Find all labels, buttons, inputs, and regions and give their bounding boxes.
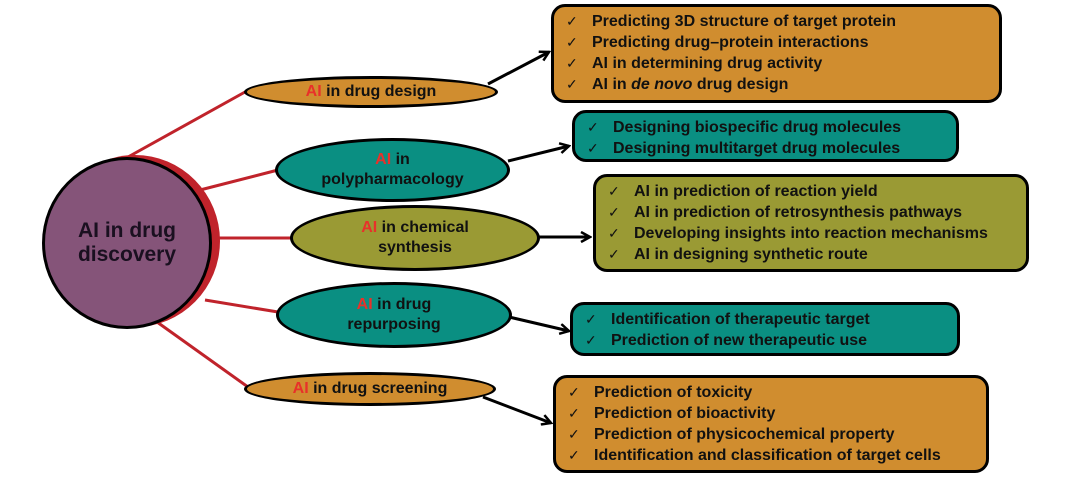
- check-icon: ✓: [608, 204, 620, 220]
- check-icon: ✓: [585, 332, 597, 348]
- check-icon: ✓: [568, 384, 580, 400]
- list-item: ✓ Designing biospecific drug molecules: [587, 117, 944, 138]
- check-icon: ✓: [566, 13, 578, 29]
- list-item-text: Prediction of new therapeutic use: [611, 332, 868, 349]
- node-drug-repurposing: AI in drug repurposing: [276, 282, 512, 348]
- node-label-line2: repurposing: [347, 316, 441, 333]
- list-item: ✓ AI in designing synthetic route: [608, 244, 1014, 265]
- list-item-text: AI in determining drug activity: [592, 55, 823, 72]
- list-item-text: Predicting 3D structure of target protei…: [592, 13, 897, 30]
- list-item: ✓ Identification and classification of ta…: [568, 445, 974, 466]
- node-label-line2: polypharmacology: [321, 171, 464, 188]
- check-icon: ✓: [608, 183, 620, 199]
- list-item: ✓ AI in determining drug activity: [566, 53, 987, 74]
- check-icon: ✓: [587, 140, 599, 156]
- list-item-text: drug design: [692, 76, 789, 93]
- connector-line-design: [127, 90, 246, 159]
- central-topic-line2: discovery: [77, 243, 177, 266]
- list-item-text: AI in prediction of retrosynthesis pathw…: [634, 204, 963, 221]
- list-item: ✓ Prediction of toxicity: [568, 382, 974, 403]
- node-label: in drug design: [321, 83, 437, 100]
- arrow-polypharmacology: [507, 146, 569, 163]
- list-item: ✓ AI in de novo drug design: [566, 74, 987, 95]
- ai-highlight: AI: [375, 151, 392, 168]
- arrow-repurposing: [508, 315, 569, 331]
- node-label-line2: synthesis: [378, 239, 452, 256]
- list-item-text: AI in prediction of reaction yield: [634, 183, 878, 200]
- node-drug-design: AI in drug design: [244, 76, 498, 108]
- list-item-text: Designing multitarget drug molecules: [613, 140, 901, 157]
- box-drug-repurposing: ✓ Identification of therapeutic target ✓ P…: [570, 302, 960, 356]
- list-item-text: Prediction of bioactivity: [594, 405, 776, 422]
- node-polypharmacology: AI in polypharmacology: [275, 138, 510, 202]
- arrow-design: [487, 52, 549, 86]
- ai-highlight: AI: [361, 219, 378, 236]
- list-item-text: Identification of therapeutic target: [611, 311, 870, 328]
- list-item: ✓ Predicting drug–protein interactions: [566, 32, 987, 53]
- list-item-text: Prediction of toxicity: [594, 384, 753, 401]
- list-item: ✓ Prediction of bioactivity: [568, 403, 974, 424]
- node-label: in: [391, 151, 410, 168]
- box-chemical-synthesis: ✓ AI in prediction of reaction yield ✓ AI …: [593, 174, 1029, 272]
- arrow-screening: [482, 395, 551, 423]
- ai-highlight: AI: [305, 83, 322, 100]
- list-item: ✓ AI in prediction of retrosynthesis path…: [608, 202, 1014, 223]
- list-item-italic: de novo: [631, 76, 693, 93]
- list-item-text: Identification and classification of tar…: [594, 447, 941, 464]
- list-item: ✓ Predicting 3D structure of target prote…: [566, 11, 987, 32]
- node-drug-screening: AI in drug screening: [244, 372, 496, 406]
- list-item-text: Developing insights into reaction mechan…: [634, 225, 988, 242]
- central-topic-line1: AI in drug: [78, 219, 176, 242]
- check-icon: ✓: [608, 225, 620, 241]
- check-icon: ✓: [587, 119, 599, 135]
- check-icon: ✓: [566, 76, 578, 92]
- node-label: in chemical: [377, 219, 469, 236]
- check-icon: ✓: [568, 447, 580, 463]
- node-label: in drug: [372, 296, 432, 313]
- box-drug-design: ✓ Predicting 3D structure of target prote…: [551, 4, 1002, 103]
- check-icon: ✓: [568, 405, 580, 421]
- list-item: ✓ AI in prediction of reaction yield: [608, 181, 1014, 202]
- check-icon: ✓: [585, 311, 597, 327]
- ai-highlight: AI: [292, 380, 309, 397]
- check-icon: ✓: [568, 426, 580, 442]
- list-item: ✓ Developing insights into reaction mecha…: [608, 223, 1014, 244]
- ai-highlight: AI: [356, 296, 373, 313]
- list-item-text: AI in designing synthetic route: [634, 246, 868, 263]
- list-item-text: AI in: [592, 76, 632, 93]
- node-chemical-synthesis: AI in chemical synthesis: [290, 205, 540, 271]
- list-item: ✓ Identification of therapeutic target: [585, 309, 945, 330]
- box-drug-screening: ✓ Prediction of toxicity ✓ Prediction of b…: [553, 375, 989, 473]
- connector-line-polypharmacology: [199, 168, 279, 192]
- connector-line-repurposing: [204, 298, 279, 314]
- list-item: ✓ Designing multitarget drug molecules: [587, 138, 944, 159]
- check-icon: ✓: [608, 246, 620, 262]
- list-item: ✓ Prediction of physicochemical property: [568, 424, 974, 445]
- node-label: in drug screening: [308, 380, 448, 397]
- list-item-text: Designing biospecific drug molecules: [613, 119, 902, 136]
- connector-line-screening: [156, 320, 249, 389]
- list-item-text: Prediction of physicochemical property: [594, 426, 895, 443]
- check-icon: ✓: [566, 55, 578, 71]
- check-icon: ✓: [566, 34, 578, 50]
- list-item-text: Predicting drug–protein interactions: [592, 34, 869, 51]
- box-polypharmacology: ✓ Designing biospecific drug molecules ✓ D…: [572, 110, 959, 162]
- list-item: ✓ Prediction of new therapeutic use: [585, 330, 945, 351]
